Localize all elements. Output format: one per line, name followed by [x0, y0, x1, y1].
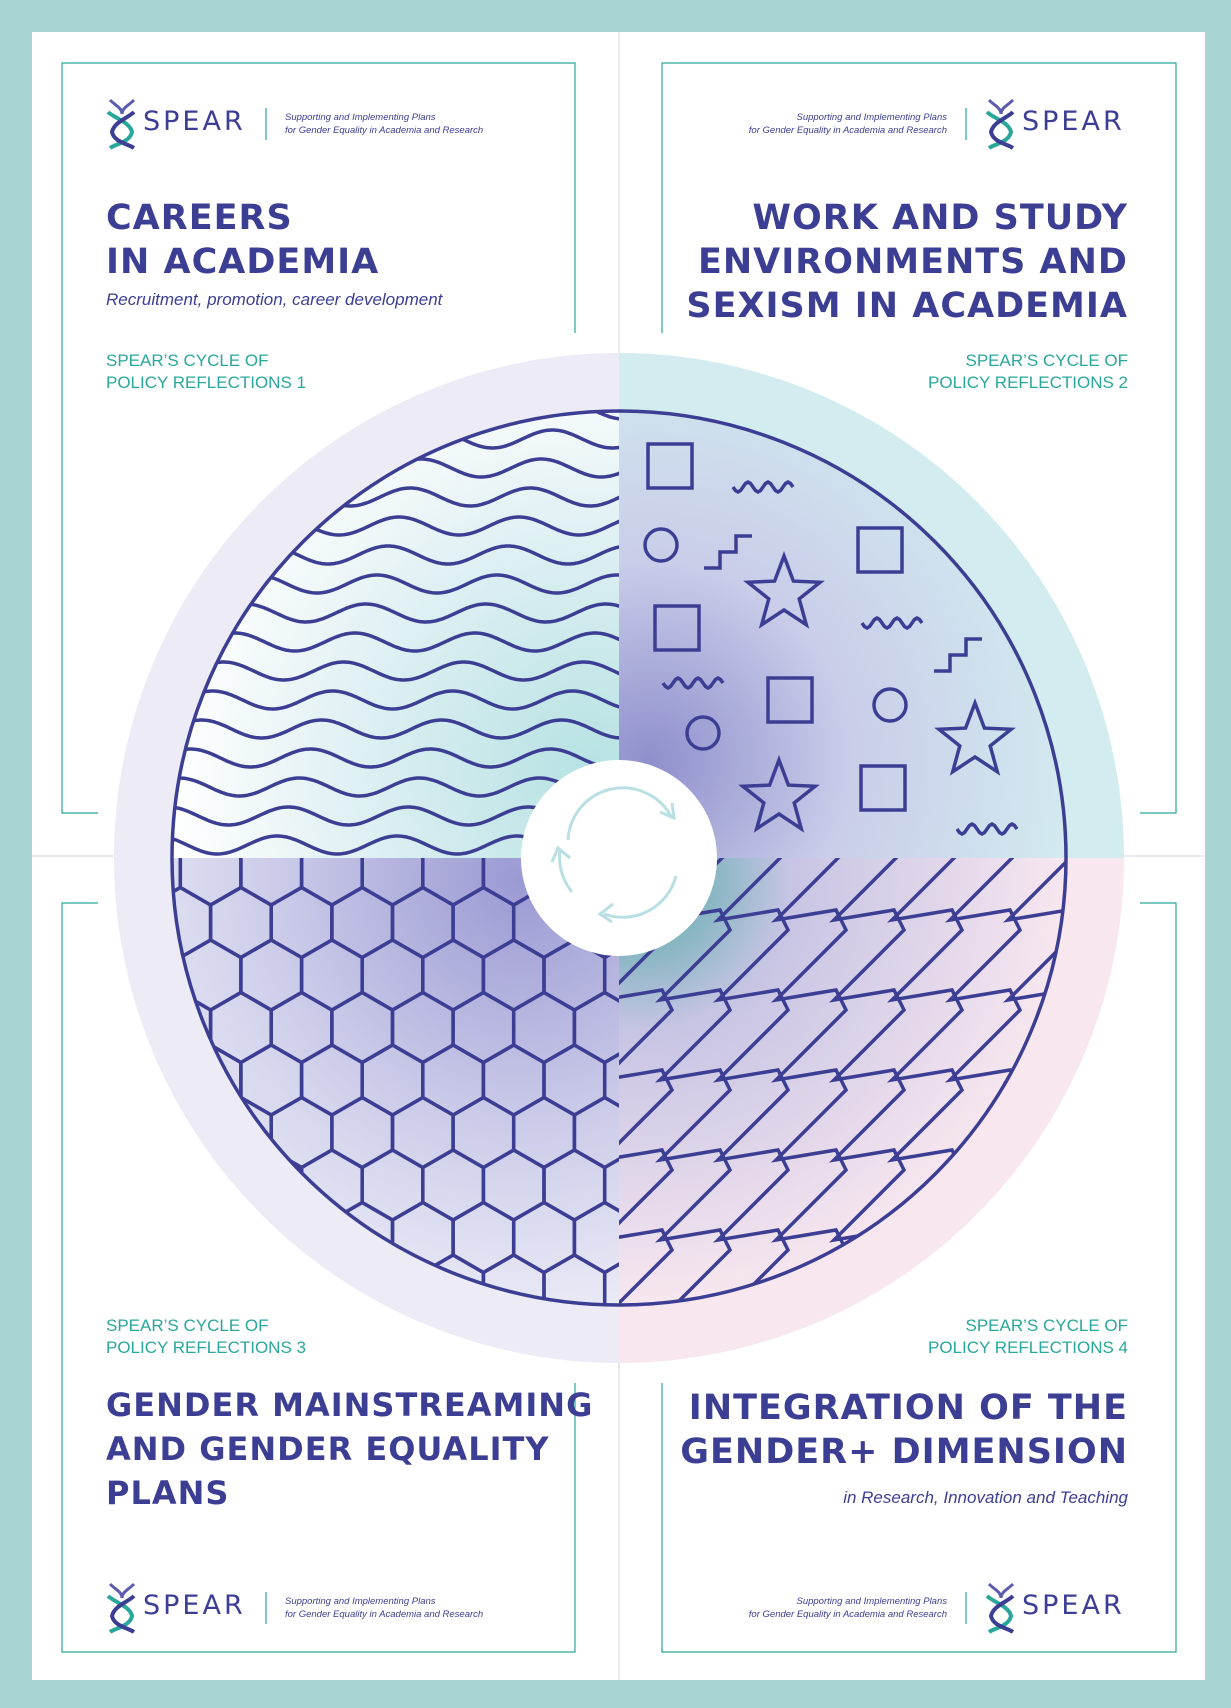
wave-line	[172, 776, 619, 798]
star-shape	[743, 551, 825, 629]
square-shape	[653, 604, 701, 652]
brand-name: SPEAR	[143, 106, 246, 137]
zigzag-line	[770, 858, 849, 1305]
star-shape	[738, 755, 820, 833]
squiggle-shape	[661, 675, 725, 691]
square-shape	[859, 764, 907, 812]
shapes-pattern	[643, 442, 1019, 837]
squiggle-shape	[731, 479, 795, 495]
zigzag-line	[886, 858, 965, 1305]
hexagon	[602, 1147, 619, 1223]
hexagon	[602, 937, 619, 1013]
zigzag-line	[654, 858, 733, 1305]
squiggle-shape	[955, 821, 1019, 837]
spear-helix-logo-icon	[965, 1582, 1015, 1634]
brand-name: SPEAR	[1022, 106, 1125, 137]
wave-line	[172, 747, 619, 769]
circle-shape	[643, 527, 679, 563]
brand-name: SPEAR	[143, 1590, 246, 1621]
brand-name: SPEAR	[1022, 1590, 1125, 1621]
spear-helix-logo-icon	[106, 98, 267, 150]
circle-shape	[872, 687, 908, 723]
square-shape	[766, 676, 814, 724]
hexagon	[602, 1042, 619, 1118]
square-shape	[646, 442, 694, 490]
panel-1-subtitle: Recruitment, promotion, career developme…	[106, 290, 443, 309]
step-shape	[704, 534, 752, 570]
step-shape	[934, 637, 982, 673]
inner-circle-outline	[170, 409, 1068, 1307]
zigzag-line	[619, 858, 675, 1305]
spear-helix-logo-icon	[106, 1582, 267, 1634]
cycle-arrows-icon	[521, 760, 717, 956]
panel-4-subtitle: in Research, Innovation and Teaching	[843, 1488, 1128, 1507]
squiggle-shape	[860, 615, 924, 631]
zigzag-line	[712, 858, 791, 1305]
zigzag-line	[828, 858, 907, 1305]
star-shape	[934, 698, 1016, 776]
square-shape	[856, 526, 904, 574]
spear-helix-logo-icon	[965, 98, 1015, 150]
wave-line	[172, 660, 619, 682]
circle-shape	[685, 715, 721, 751]
wave-line	[172, 718, 619, 740]
hexagon	[602, 1252, 619, 1305]
wave-line	[172, 689, 619, 711]
